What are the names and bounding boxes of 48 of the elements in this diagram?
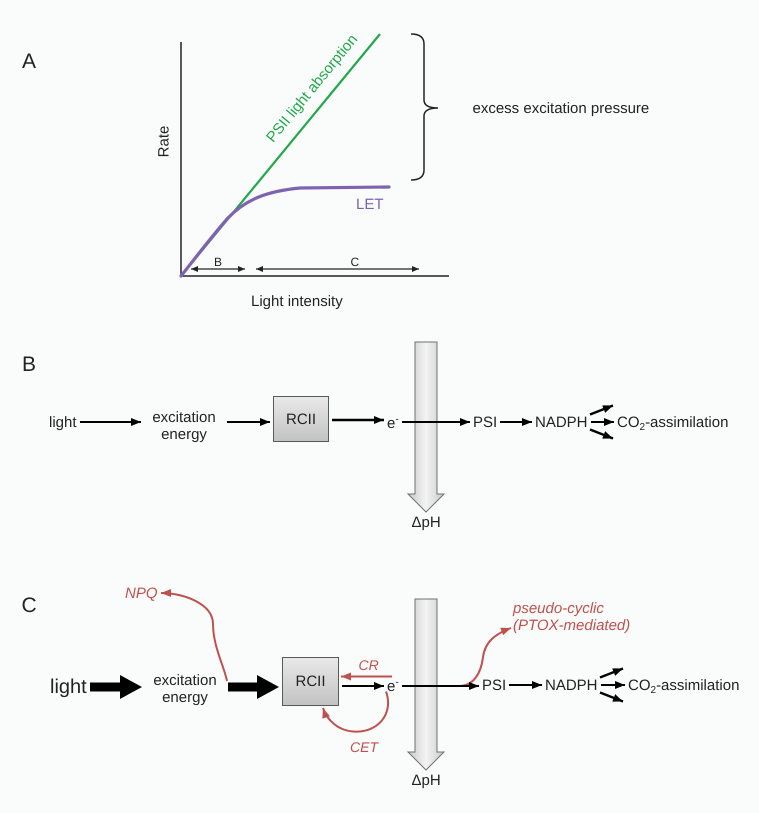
flow-label: e$^{-}$ bbox=[387, 678, 399, 694]
arrow bbox=[500, 418, 532, 426]
flow-label: excitation energy bbox=[144, 409, 224, 443]
flow-label: excitation energy bbox=[145, 672, 225, 706]
flow-label: e$^{-}$ bbox=[387, 414, 399, 432]
arrow bbox=[509, 681, 542, 689]
annotation-text: excess excitation pressure bbox=[472, 100, 650, 116]
flow-label: PSI bbox=[473, 414, 498, 430]
dimension-label: C bbox=[350, 255, 360, 269]
flow-label: light bbox=[49, 414, 77, 430]
process-box: RCII bbox=[282, 657, 339, 706]
panel-letter: A bbox=[22, 50, 36, 74]
block-arrow bbox=[406, 598, 446, 771]
arrow bbox=[600, 691, 624, 703]
flow-label: CO$_{2}$-assimilation bbox=[617, 414, 728, 430]
pathway-label: NPQ bbox=[125, 584, 158, 602]
pathway-label: pseudo-cyclic (PTOX-mediated) bbox=[513, 600, 638, 634]
axis-title: Light intensity bbox=[251, 292, 343, 310]
panel-letter: B bbox=[22, 353, 36, 377]
flow-label: light bbox=[50, 676, 87, 698]
flow-label: ΔpH bbox=[412, 772, 441, 789]
curved-arrow bbox=[322, 691, 390, 733]
arrow bbox=[342, 682, 384, 690]
arrow bbox=[601, 681, 625, 689]
arrow bbox=[227, 418, 270, 426]
arrow bbox=[590, 428, 614, 440]
panel-letter: C bbox=[22, 594, 37, 618]
block-arrow bbox=[90, 675, 142, 699]
flow-label: ΔpH bbox=[412, 514, 441, 531]
arrow bbox=[332, 416, 384, 424]
curved-arrow bbox=[160, 589, 228, 682]
arrow bbox=[80, 418, 141, 426]
series-label: LET bbox=[356, 196, 384, 212]
arrow bbox=[590, 404, 614, 416]
arrow bbox=[341, 672, 392, 680]
flow-label: CO$_{2}$-assimilation bbox=[628, 676, 740, 694]
arrow bbox=[402, 418, 470, 426]
block-arrow bbox=[228, 675, 279, 699]
flow-label: NADPH bbox=[535, 414, 588, 430]
process-box: RCII bbox=[273, 396, 329, 442]
axis-title: Rate bbox=[155, 125, 172, 157]
flow-label: PSI bbox=[482, 676, 506, 694]
arrow bbox=[402, 682, 479, 690]
flow-label: NADPH bbox=[545, 676, 598, 694]
arrow bbox=[591, 418, 614, 426]
block-arrow bbox=[406, 342, 446, 513]
arrow bbox=[600, 667, 624, 679]
dimension-label: B bbox=[214, 255, 222, 269]
